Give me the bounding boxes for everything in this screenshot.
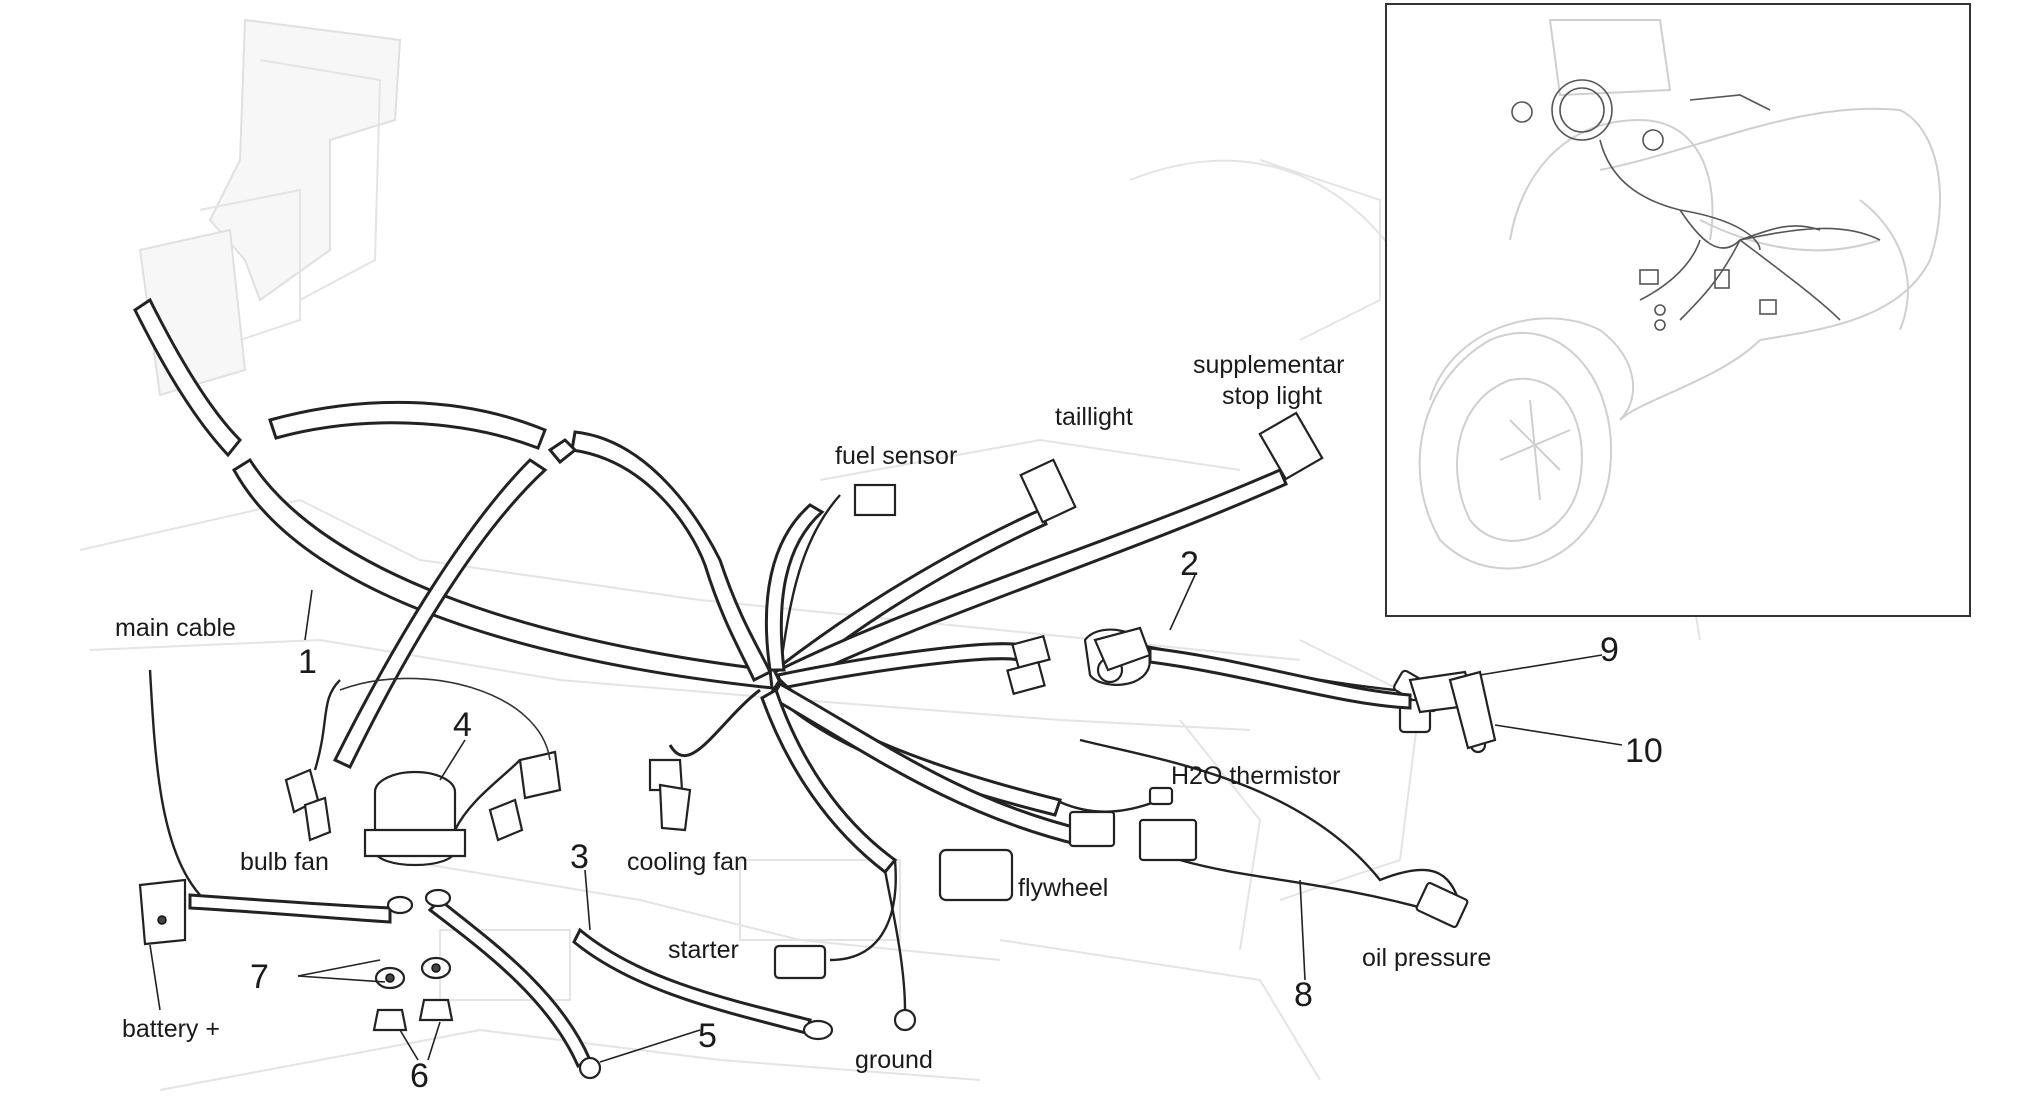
part-number-1: 1 (298, 643, 317, 681)
inset-overview (1385, 3, 1971, 617)
part-number-8: 8 (1294, 976, 1313, 1014)
part-number-3: 3 (570, 838, 589, 876)
harness-branches (760, 468, 1462, 1011)
labels: main cable bulb fan battery + cooling fa… (115, 351, 1663, 1095)
battery-cable (138, 669, 414, 946)
label-battery-plus: battery + (122, 1015, 220, 1043)
label-ground: ground (855, 1046, 933, 1074)
hardware-6-7 (372, 956, 454, 1032)
main-harness (133, 297, 774, 769)
part-number-5: 5 (698, 1017, 717, 1055)
label-cooling-fan: cooling fan (627, 848, 748, 876)
relay-part-4 (339, 677, 551, 866)
part-number-10: 10 (1625, 732, 1663, 770)
part-number-2: 2 (1180, 545, 1199, 583)
sensor-cable-2 (1093, 626, 1497, 750)
label-flywheel: flywheel (1018, 874, 1108, 902)
label-oil-pressure: oil pressure (1362, 944, 1491, 972)
label-taillight: taillight (1055, 403, 1133, 431)
part-number-6: 6 (410, 1057, 429, 1095)
label-bulb-fan: bulb fan (240, 848, 329, 876)
label-starter: starter (668, 936, 739, 964)
label-fuel-sensor: fuel sensor (835, 442, 957, 470)
label-stop-light: stop light (1222, 382, 1322, 410)
leader-lines (149, 574, 1623, 1063)
label-supplementar: supplementar (1193, 351, 1344, 379)
label-h2o-thermistor: H2O thermistor (1171, 762, 1340, 790)
part-number-4: 4 (453, 706, 472, 744)
label-main-cable: main cable (115, 614, 236, 642)
part-number-7: 7 (250, 958, 269, 996)
part-number-9: 9 (1600, 631, 1619, 669)
ground-cables (424, 888, 834, 1080)
